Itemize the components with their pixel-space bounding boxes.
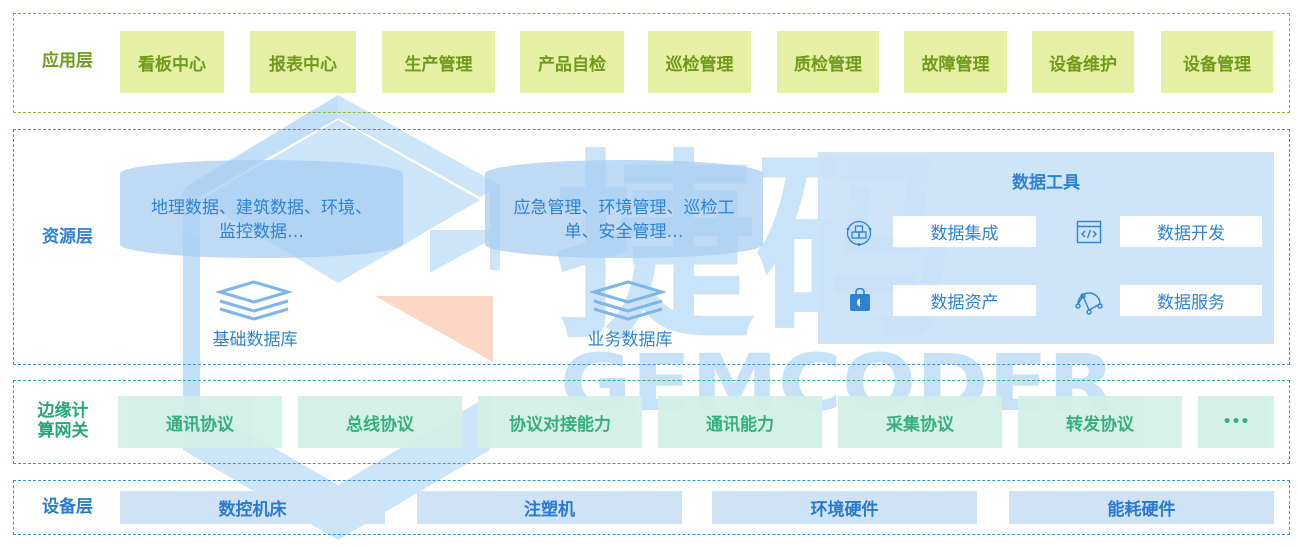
app-item-equipment-maintenance[interactable]: 设备维护 [1032, 31, 1134, 93]
app-item-inspection-management[interactable]: 巡检管理 [648, 31, 751, 93]
database-description-line1: 应急管理、环境管理、巡检工 [513, 198, 735, 218]
database-description-line2: 监控数据… [219, 222, 304, 242]
edge-item-communication-capability[interactable]: 通讯能力 [658, 396, 822, 448]
edge-gateway-label-line1: 边缘计 [37, 401, 89, 422]
database-description-base: 地理数据、建筑数据、环境、 监控数据… [120, 196, 403, 244]
database-description-line2: 单、安全管理… [564, 222, 684, 242]
layers-stack-icon [590, 280, 666, 321]
device-layer [13, 480, 1290, 535]
data-development-button[interactable]: 数据开发 [1120, 216, 1262, 247]
device-item-environment-hardware[interactable]: 环境硬件 [712, 491, 977, 524]
layers-stack-icon [216, 280, 292, 321]
app-item-dashboard-center[interactable]: 看板中心 [120, 31, 224, 93]
asset-bag-icon[interactable] [849, 288, 871, 312]
code-window-icon[interactable] [1076, 220, 1102, 244]
app-item-product-self-check[interactable]: 产品自检 [520, 31, 624, 93]
integration-cubes-icon[interactable] [845, 219, 873, 247]
data-assets-button[interactable]: 数据资产 [893, 285, 1036, 316]
app-item-report-center[interactable]: 报表中心 [250, 31, 356, 93]
edge-item-protocol-integration[interactable]: 协议对接能力 [478, 396, 642, 448]
app-item-fault-management[interactable]: 故障管理 [904, 31, 1007, 93]
data-tools-title: 数据工具 [1012, 173, 1080, 193]
edge-item-bus-protocol[interactable]: 总线协议 [298, 396, 462, 448]
edge-gateway-layer-label: 边缘计 算网关 [28, 398, 98, 446]
edge-item-more[interactable]: ••• [1198, 396, 1274, 448]
database-cylinder-business [485, 160, 763, 258]
device-layer-label: 设备层 [42, 497, 93, 518]
resource-layer [13, 129, 1290, 365]
database-name-base: 基础数据库 [212, 330, 298, 350]
edge-item-acquisition-protocol[interactable]: 采集协议 [838, 396, 1002, 448]
device-item-cnc-machine[interactable]: 数控机床 [120, 491, 385, 524]
database-description-line1: 地理数据、建筑数据、环境、 [151, 198, 372, 218]
application-layer [13, 13, 1290, 113]
edge-gateway-layer [13, 380, 1290, 464]
application-layer-label: 应用层 [42, 51, 93, 72]
edge-item-communication-protocol[interactable]: 通讯协议 [118, 396, 282, 448]
database-name-business: 业务数据库 [587, 330, 673, 350]
edge-gateway-label-line2: 算网关 [37, 421, 89, 441]
data-services-button[interactable]: 数据服务 [1120, 285, 1262, 316]
device-item-injection-molding[interactable]: 注塑机 [417, 491, 682, 524]
service-network-icon[interactable] [1073, 284, 1105, 316]
database-description-business: 应急管理、环境管理、巡检工 单、安全管理… [485, 196, 763, 244]
app-item-production-management[interactable]: 生产管理 [382, 31, 495, 93]
device-item-energy-hardware[interactable]: 能耗硬件 [1009, 491, 1274, 524]
app-item-equipment-management[interactable]: 设备管理 [1161, 31, 1273, 93]
edge-item-forwarding-protocol[interactable]: 转发协议 [1018, 396, 1182, 448]
resource-layer-label: 资源层 [42, 227, 93, 248]
data-integration-button[interactable]: 数据集成 [893, 216, 1036, 247]
app-item-quality-management[interactable]: 质检管理 [777, 31, 879, 93]
